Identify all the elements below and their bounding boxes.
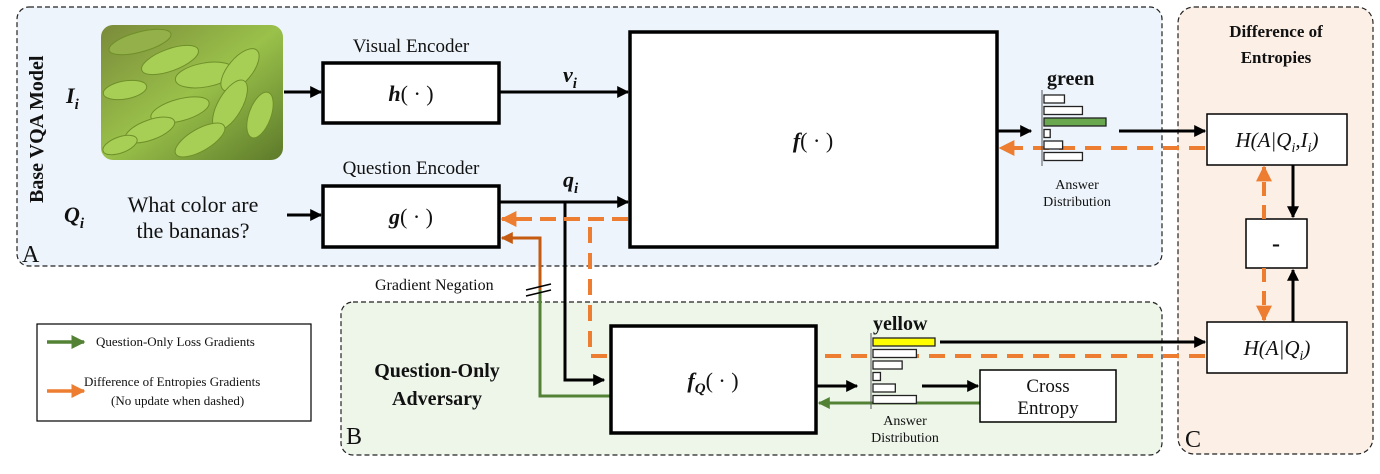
main-dist-caption-line1: Answer [1055,178,1099,193]
legend-item-entropy-line1: Difference of Entropies Gradients [84,374,260,389]
minus-box [1245,218,1308,269]
distribution-bar-highlighted [1043,117,1107,127]
visual-encoder-box [321,61,501,125]
visual-encoder-label: Visual Encoder [353,36,470,57]
adv-dist-caption-line2: Distribution [871,431,939,446]
cross-entropy-box [979,369,1117,423]
adv-dist-caption-line1: Answer [883,414,927,429]
main-dist-caption-line2: Distribution [1043,195,1111,210]
banana-image [101,25,283,160]
question-entropy-box [1206,321,1348,374]
distribution-bar [1043,128,1051,139]
visual-encoder-fn: h( · ) [388,81,433,106]
panel-b-title-line1: Question-Only [374,360,500,382]
distribution-bar [1043,151,1084,162]
distribution-bar [1043,140,1064,150]
question-text-line1: What color are [128,192,259,217]
question-encoder-fn: g( · ) [388,204,433,229]
legend-item-question-only: Question-Only Loss Gradients [96,334,255,349]
panel-b-title-line2: Adversary [392,388,482,410]
joint-entropy-text: H(A|Qi,Ii) [1235,128,1319,156]
panel-b-letter: B [346,424,362,450]
distribution-bar [1043,94,1066,104]
panel-c-title-line1: Difference of [1229,22,1323,41]
distribution-bar [1043,105,1084,116]
distribution-bar [872,348,918,359]
panel-a-title: Base VQA Model [26,55,48,203]
cross-entropy-line2: Entropy [1017,398,1079,419]
distribution-bar [872,360,903,370]
cross-entropy-line1: Cross [1026,376,1069,397]
question-text-line2: the bananas? [137,218,250,243]
distribution-bar [872,394,918,405]
legend: Question-Only Loss Gradients Difference … [36,323,312,422]
adversary-model-box [609,324,818,435]
question-encoder-box [321,184,501,249]
panel-a-letter: A [22,242,40,268]
question-only-gradient-path [538,290,610,398]
question-feature-label: qi [563,167,579,197]
adversary-answer-distribution [870,333,936,409]
panel-c-title-line2: Entropies [1241,48,1312,67]
adversary-model-fn: fQ( · ) [687,368,738,397]
main-answer-distribution [1041,90,1107,166]
gradient-negation-label: Gradient Negation [375,277,494,294]
gradient-negation-symbol [525,283,552,297]
legend-item-entropy-line2: (No update when dashed) [111,393,244,408]
entropy-grad-adversary-path [588,218,1205,358]
main-answer-label: green [1047,68,1094,90]
vqa-model-box [628,30,999,249]
distribution-bar [872,383,896,393]
negated-gradient-arrow [500,232,542,290]
distribution-bar [872,371,882,382]
image-input-label: Ii [65,83,80,113]
adv-answer-label: yellow [873,313,928,335]
panel-c-letter: C [1185,427,1201,453]
question-input-label: Qi [64,202,85,232]
question-entropy-text: H(A|Qi) [1243,336,1311,364]
q-to-adversary-arrow [563,202,606,386]
vqa-model-fn: f( · ) [793,128,833,153]
joint-entropy-box [1206,113,1348,166]
visual-feature-label: vi [563,62,578,92]
question-encoder-label: Question Encoder [343,158,480,179]
distribution-bar-highlighted [872,337,936,347]
minus-operator: - [1272,231,1280,257]
